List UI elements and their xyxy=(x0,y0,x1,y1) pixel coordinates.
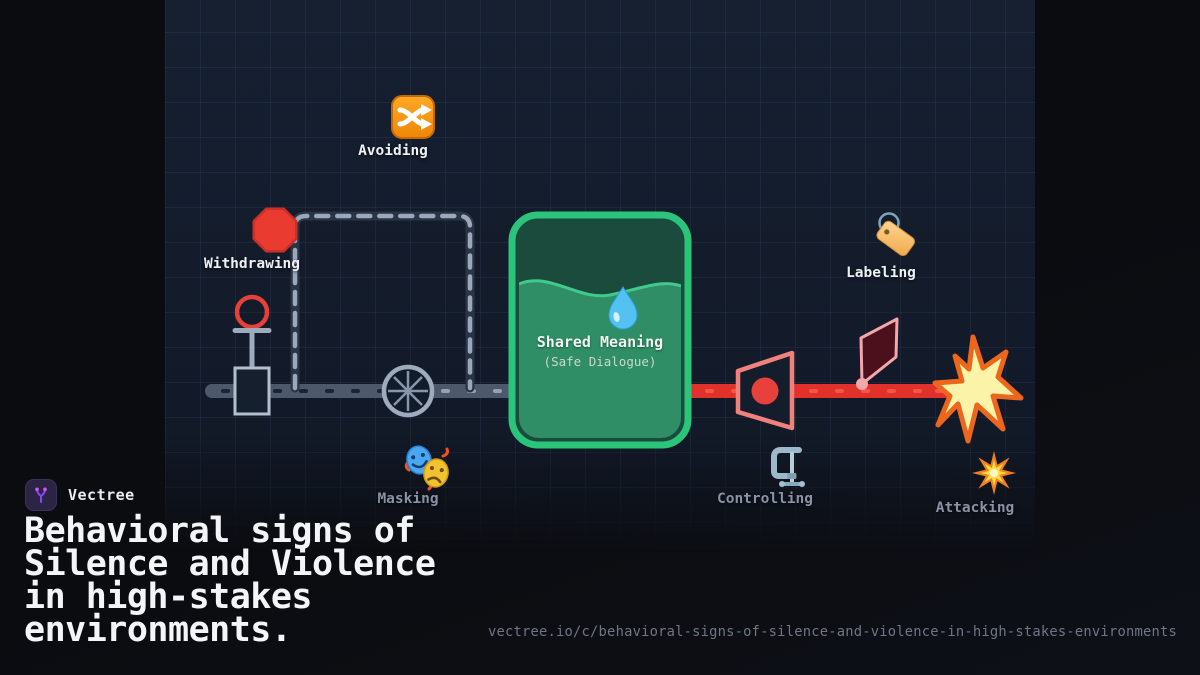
vectree-branch-icon xyxy=(35,487,47,503)
title-line-4: environments. xyxy=(24,610,292,650)
droplet-icon xyxy=(608,286,638,330)
label-avoiding: Avoiding xyxy=(358,143,428,159)
explosion-starburst xyxy=(932,334,1024,444)
clamp-icon xyxy=(771,447,805,487)
gray-inflow-pipe xyxy=(205,384,517,398)
label-attacking: Attacking xyxy=(935,500,1015,516)
label-masking: Masking xyxy=(377,491,439,507)
shuffle-icon xyxy=(391,95,435,139)
diagram-canvas xyxy=(205,95,1024,495)
flag-shape xyxy=(856,317,899,390)
tank-subtitle: (Safe Dialogue) xyxy=(543,354,657,369)
title-line-3: in high-stakes xyxy=(24,577,313,617)
brand-name: Vectree xyxy=(68,486,135,504)
valve-wheel xyxy=(381,364,435,418)
footer-url: vectree.io/c/behavioral-signs-of-silence… xyxy=(487,624,1177,640)
person-figure xyxy=(232,294,272,416)
title-line-1: Behavioral signs of xyxy=(24,511,415,551)
megaphone-shape xyxy=(735,350,795,431)
tank-text: Shared Meaning (Safe Dialogue) xyxy=(537,333,663,369)
red-violence-pipe xyxy=(688,384,951,398)
theater-masks-icon xyxy=(404,445,449,491)
collision-icon xyxy=(972,451,1016,495)
tank-title: Shared Meaning xyxy=(536,333,664,351)
label-controlling: Controlling xyxy=(716,491,814,507)
title-line-2: Silence and Violence xyxy=(24,544,436,584)
label-withdrawing: Withdrawing xyxy=(203,256,301,272)
label-labeling: Labeling xyxy=(846,265,916,281)
stop-sign-shape xyxy=(252,207,298,253)
vectree-logo xyxy=(25,479,57,511)
tag-icon xyxy=(876,212,915,256)
page-title: Behavioral signs of Silence and Violence… xyxy=(24,511,436,650)
shared-meaning-tank xyxy=(508,211,692,449)
silence-detour-dashed-path xyxy=(290,211,475,393)
